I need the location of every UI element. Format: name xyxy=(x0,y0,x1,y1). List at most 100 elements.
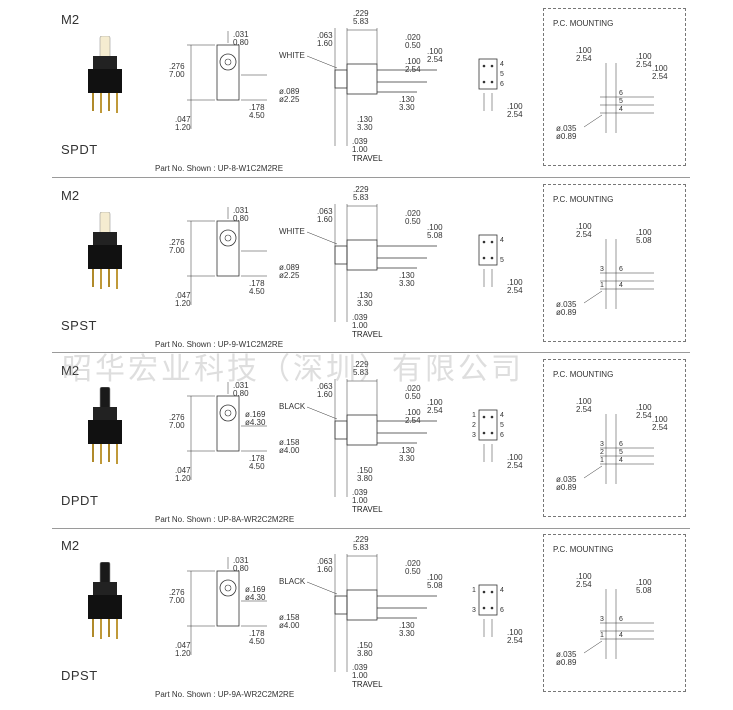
pc-pin-number: 4 xyxy=(619,106,623,113)
pc-mounting-drawing: .100 2.54 .100 5.08 6 4 3 1 ø.035 ø0.89 xyxy=(556,572,654,667)
switch-pin xyxy=(92,619,94,637)
dim-text: ø.169 xyxy=(245,410,266,419)
side-actuator xyxy=(334,420,348,440)
dim-text: .100 xyxy=(427,573,443,582)
pc-pin-number: 5 xyxy=(619,449,623,456)
dim-text: .047 xyxy=(175,291,191,300)
dim-text: .020 xyxy=(405,559,421,568)
actuator xyxy=(99,36,111,59)
dim-text: 2.54 xyxy=(427,55,443,64)
pc-pin-number: 4 xyxy=(619,282,623,289)
pc-mounting-drawing: .100 2.54 .100 2.54 .100 2.54 6 5 4 ø.03… xyxy=(556,46,668,141)
pin-box xyxy=(478,234,498,266)
pc-pin-number: 4 xyxy=(619,457,623,464)
dim-text: ø.169 xyxy=(245,585,266,594)
dim-text: ø4.00 xyxy=(279,621,300,630)
dim-text: ø4.30 xyxy=(245,593,266,602)
dim-text: .130 xyxy=(357,115,373,124)
side-actuator xyxy=(334,69,348,89)
pole-type-label: SPDT xyxy=(61,142,98,157)
side-actuator xyxy=(334,595,348,615)
dim-text: .020 xyxy=(405,384,421,393)
switch-pin xyxy=(116,619,118,639)
dim-text: 2.54 xyxy=(405,65,421,74)
pin-dot xyxy=(490,64,494,68)
dim-text: 0.80 xyxy=(233,214,249,223)
dim-text: 1.00 xyxy=(352,496,368,505)
dim-text: .178 xyxy=(249,454,265,463)
dim-text: ø2.25 xyxy=(279,95,300,104)
pc-dim-text: 2.54 xyxy=(576,580,592,589)
switch-pin xyxy=(116,93,118,113)
pc-pin-number: 3 xyxy=(600,266,604,273)
pin-number: 4 xyxy=(500,412,504,419)
travel-label: TRAVEL xyxy=(352,505,383,514)
bottom-pin-view: 4 6 1 3 .100 2.54 xyxy=(472,584,523,645)
dim-text: 1.60 xyxy=(317,390,333,399)
pin-dot xyxy=(482,240,486,244)
dim-text: 1.20 xyxy=(175,474,191,483)
front-button-inner xyxy=(224,584,232,592)
dim-text: 5.83 xyxy=(353,193,369,202)
switch-spec-row: M2 SPDT .031 0.80 .276 7.00 xyxy=(52,4,692,174)
dim-text: .100 xyxy=(507,102,523,111)
pc-mounting-title: P.C. MOUNTING xyxy=(553,370,614,379)
dim-text: .020 xyxy=(405,33,421,42)
actuator-color-label: WHITE xyxy=(279,227,305,236)
pin-dot xyxy=(490,240,494,244)
pc-dim-text: 5.08 xyxy=(636,236,652,245)
dim-text: .130 xyxy=(357,291,373,300)
front-button-circle xyxy=(219,53,237,71)
dim-text: .178 xyxy=(249,629,265,638)
pin-number: 3 xyxy=(472,432,476,439)
pc-dim-text: 2.54 xyxy=(576,405,592,414)
dim-text: 1.20 xyxy=(175,123,191,132)
dim-text: .130 xyxy=(399,271,415,280)
dim-text: 1.00 xyxy=(352,145,368,154)
dim-text: .039 xyxy=(352,663,368,672)
pc-pin-number: 4 xyxy=(619,632,623,639)
leader-line xyxy=(583,640,603,654)
dim-text: ø.089 xyxy=(279,263,300,272)
dim-text: 3.30 xyxy=(399,103,415,112)
model-label: M2 xyxy=(61,12,80,27)
dim-text: ø.158 xyxy=(279,438,300,447)
dim-text: 1.00 xyxy=(352,321,368,330)
dim-text: .039 xyxy=(352,137,368,146)
pc-mounting-drawing: .100 2.54 .100 5.08 6 4 3 1 ø.035 ø0.89 xyxy=(556,222,654,317)
pc-mounting-title: P.C. MOUNTING xyxy=(553,19,614,28)
pin-number: 5 xyxy=(500,71,504,78)
pc-pin-number: 3 xyxy=(600,441,604,448)
pin-number: 3 xyxy=(472,607,476,614)
leader-line xyxy=(306,231,338,245)
switch-pin xyxy=(100,444,102,464)
dim-text: 2.54 xyxy=(507,636,523,645)
dim-text: 4.50 xyxy=(249,111,265,120)
pc-dim-text: .100 xyxy=(652,415,668,424)
actuator-color-label: BLACK xyxy=(279,402,306,411)
dim-text: 3.80 xyxy=(357,474,373,483)
dim-text: 1.60 xyxy=(317,565,333,574)
pc-dim-text: 2.54 xyxy=(576,230,592,239)
switch-base xyxy=(88,420,122,444)
dim-text: ø.158 xyxy=(279,613,300,622)
pin-number: 4 xyxy=(500,237,504,244)
pin-number: 1 xyxy=(472,412,476,419)
dim-text: ø4.00 xyxy=(279,446,300,455)
pc-dim-text: ø0.89 xyxy=(556,308,577,317)
pc-pin-number: 6 xyxy=(619,616,623,623)
leader-line xyxy=(306,55,338,69)
pin-dot xyxy=(482,606,486,610)
switch-pin xyxy=(108,269,110,287)
pin-number: 2 xyxy=(472,422,476,429)
actuator-color-label: BLACK xyxy=(279,577,306,586)
switch-base xyxy=(88,69,122,93)
dim-text: .130 xyxy=(399,621,415,630)
switch-pin xyxy=(116,269,118,289)
leader-line xyxy=(306,581,338,595)
dim-text: .031 xyxy=(233,206,249,215)
dim-text: .150 xyxy=(357,466,373,475)
row-separator xyxy=(52,177,690,178)
pc-dim-text: .100 xyxy=(576,572,592,581)
dim-text: .276 xyxy=(169,588,185,597)
